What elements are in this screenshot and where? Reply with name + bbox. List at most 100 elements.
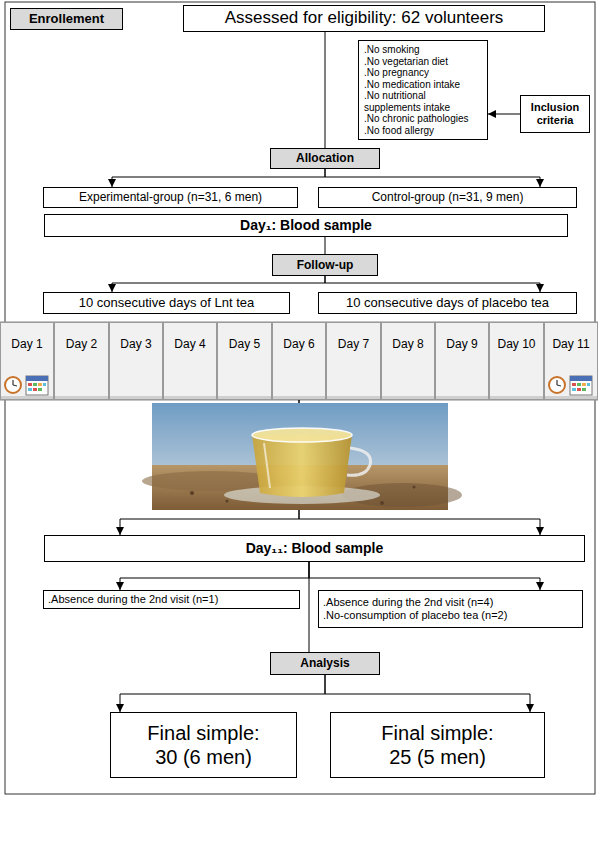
- treatment-box-text: 10 consecutive days of Lnt tea: [48, 295, 285, 311]
- connector-path: [325, 237, 326, 254]
- day-cell-text: Day 11: [546, 337, 596, 351]
- connector-path: [325, 675, 530, 712]
- process-box: Day₁₁: Blood sample: [44, 535, 585, 562]
- connector-path: [309, 562, 310, 652]
- stage-label-text: Enrollement: [15, 11, 118, 27]
- day-cell: Day 11: [544, 322, 598, 400]
- criteria-item: .No nutritional supplements intake: [364, 90, 482, 113]
- process-box: Day₁: Blood sample: [44, 214, 568, 237]
- arrow-head: [526, 704, 534, 712]
- criteria-item: .No chronic pathologies: [364, 113, 482, 125]
- arrow-head: [108, 179, 116, 187]
- day-cell: Day 9: [435, 322, 489, 400]
- connector-path: [325, 32, 326, 148]
- connector-path: [120, 562, 309, 590]
- day-cell-text: Day 8: [383, 337, 433, 351]
- connector-arrow: [309, 562, 544, 590]
- group-box: Control-group (n=31, 9 men): [318, 187, 577, 208]
- arrow-head: [536, 284, 544, 292]
- clock-calendar-icon: [549, 376, 592, 395]
- connector-arrow: [325, 169, 544, 187]
- arrow-head: [116, 582, 124, 590]
- day-cell: Day 8: [381, 322, 435, 400]
- tea-illustration: [142, 403, 462, 510]
- group-box-text: Control-group (n=31, 9 men): [323, 190, 572, 204]
- process-box-text: Day₁₁: Blood sample: [49, 540, 580, 557]
- connector-arrow: [108, 169, 325, 187]
- process-box-text: Day₁: Blood sample: [49, 217, 563, 234]
- stage-label: Follow-up: [272, 254, 378, 276]
- result-box-text: 25 (5 men): [335, 745, 540, 769]
- arrow-head: [536, 527, 544, 535]
- treatment-box: 10 consecutive days of placebo tea: [318, 292, 577, 314]
- result-box-text: Final simple:: [115, 721, 292, 745]
- day-cell: Day 2: [54, 322, 109, 400]
- process-box: Assessed for eligibility: 62 volunteers: [183, 5, 545, 32]
- day-cell: Day 3: [109, 322, 163, 400]
- exclusion-box-text: .No-consumption of placebo tea (n=2): [323, 609, 578, 622]
- connector-line: [325, 32, 326, 148]
- connector-line: [309, 562, 310, 652]
- result-box-text: Final simple:: [335, 721, 540, 745]
- connector-arrow: [116, 675, 325, 712]
- day-cell-text: Day 6: [274, 337, 324, 351]
- criteria-list: .No smoking.No vegetarian diet.No pregna…: [358, 40, 488, 140]
- connector-path: [309, 562, 540, 590]
- stage-label: Allocation: [270, 148, 380, 169]
- stage-label-text: Analysis: [275, 656, 375, 670]
- stage-label: Enrollement: [10, 8, 123, 30]
- day-cell-text: Day 5: [219, 337, 270, 351]
- treatment-box: 10 consecutive days of Lnt tea: [43, 292, 290, 314]
- group-box-text: Experimental-group (n=31, 6 men): [48, 190, 293, 204]
- connector-path: [325, 276, 540, 292]
- connector-path: [325, 169, 540, 187]
- exclusion-box: .Absence during the 2nd visit (n=1): [43, 590, 300, 609]
- result-box: Final simple:30 (6 men): [110, 712, 297, 778]
- arrow-head: [108, 284, 116, 292]
- day-strip: [0, 322, 598, 400]
- result-box-text: 30 (6 men): [115, 745, 292, 769]
- arrow-head: [536, 179, 544, 187]
- criteria-item: .No pregnancy: [364, 67, 482, 79]
- day-cell-text: Day 7: [328, 337, 379, 351]
- exclusion-box: .Absence during the 2nd visit (n=4).No-c…: [318, 590, 583, 628]
- connector-arrow: [108, 276, 325, 292]
- day-cell-text: Day 3: [111, 337, 161, 351]
- arrow-head: [116, 704, 124, 712]
- day-cell-text: Day 9: [437, 337, 487, 351]
- day-cell: Day 1: [0, 322, 54, 400]
- connector-arrow: [325, 276, 544, 292]
- day-cell: Day 7: [326, 322, 381, 400]
- stage-label: Analysis: [270, 652, 380, 675]
- criteria-item: .No food allergy: [364, 125, 482, 137]
- connector-line: [325, 237, 326, 254]
- day-cell-text: Day 10: [491, 337, 542, 351]
- group-box: Experimental-group (n=31, 6 men): [43, 187, 298, 208]
- connector-arrow: [116, 400, 544, 535]
- exclusion-box-text: .Absence during the 2nd visit (n=4): [323, 596, 578, 609]
- day-cell: Day 10: [489, 322, 544, 400]
- clock-calendar-icon: [5, 376, 48, 395]
- stage-label-text: Follow-up: [277, 258, 373, 272]
- note-box-text: Inclusion criteria: [525, 101, 585, 127]
- day-cell-text: Day 1: [2, 337, 52, 351]
- day-cell: Day 6: [272, 322, 326, 400]
- day-cell-text: Day 4: [165, 337, 215, 351]
- criteria-item: .No vegetarian diet: [364, 56, 482, 68]
- connector-path: [112, 276, 325, 292]
- day-cell: Day 4: [163, 322, 217, 400]
- arrow-head: [488, 110, 496, 118]
- connector-arrow: [116, 562, 309, 590]
- arrow-head: [536, 582, 544, 590]
- connector-arrow: [488, 110, 520, 118]
- connector-path: [120, 675, 325, 712]
- day-cell-text: Day 2: [56, 337, 107, 351]
- note-box: Inclusion criteria: [520, 95, 590, 133]
- arrow-head: [116, 527, 124, 535]
- connector-path: [112, 169, 325, 187]
- exclusion-box-text: .Absence during the 2nd visit (n=1): [48, 593, 295, 606]
- day-cell: Day 5: [217, 322, 272, 400]
- criteria-item: .No smoking: [364, 44, 482, 56]
- process-box-text: Assessed for eligibility: 62 volunteers: [188, 8, 540, 28]
- stage-label-text: Allocation: [275, 151, 375, 165]
